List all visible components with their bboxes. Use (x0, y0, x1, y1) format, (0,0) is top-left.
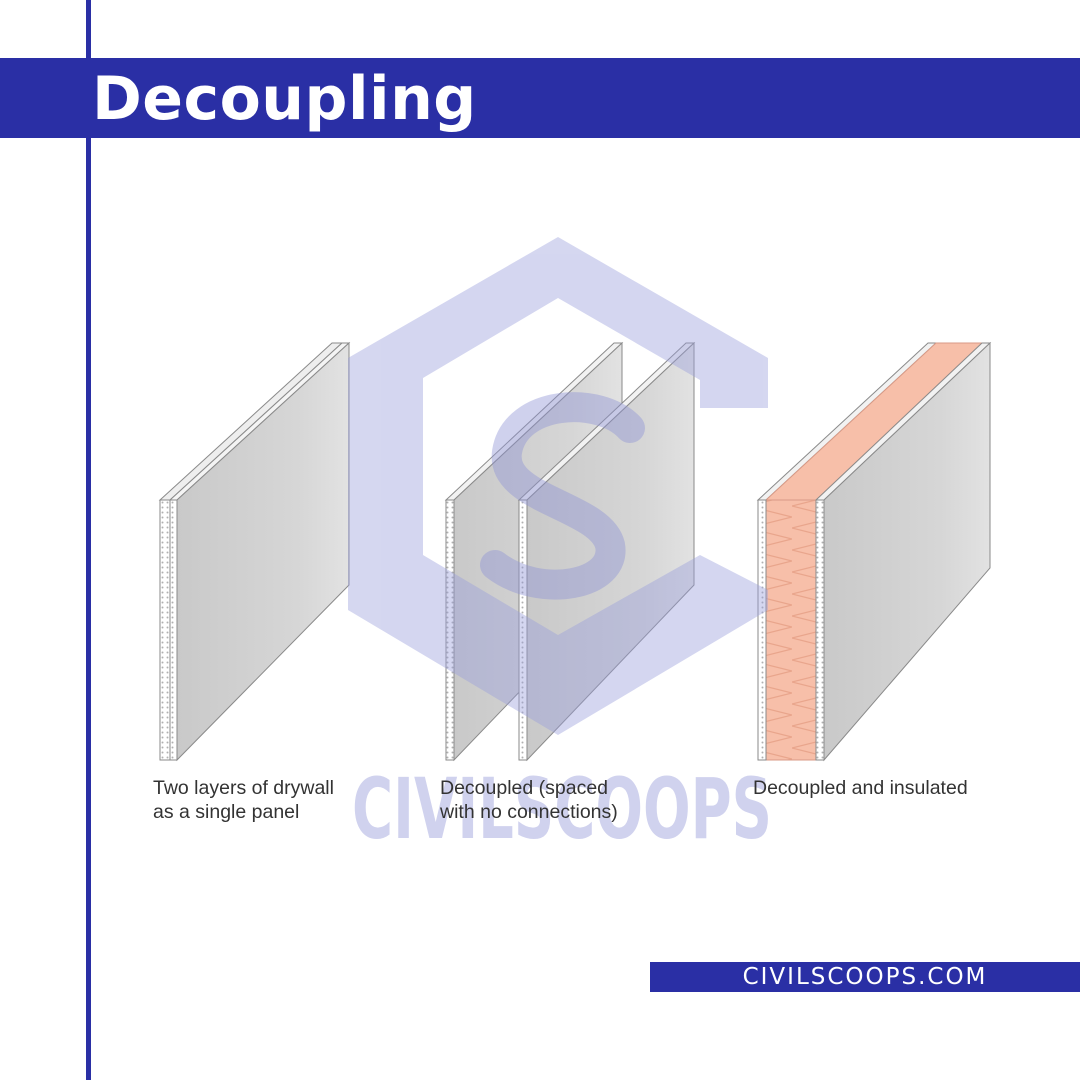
left-accent-line (86, 0, 91, 1080)
footer-site-link[interactable]: CIVILSCOOPS.COM (742, 964, 988, 990)
caption-decoupled-line2: with no connections) (440, 801, 618, 823)
watermark-logo (348, 237, 768, 735)
panel-two-layers (158, 341, 351, 762)
caption-two-layers-line1: Two layers of drywall (153, 777, 334, 799)
panel-insulated (756, 341, 992, 762)
page-title: Decoupling (92, 64, 477, 134)
caption-two-layers-line2: as a single panel (153, 801, 300, 823)
caption-insulated: Decoupled and insulated (753, 776, 968, 800)
caption-decoupled: Decoupled (spaced with no connections) (440, 776, 618, 824)
caption-decoupled-line1: Decoupled (spaced (440, 777, 609, 799)
panel-decoupled-right (517, 341, 696, 762)
footer-badge (650, 962, 1080, 992)
caption-insulated-line1: Decoupled and insulated (753, 777, 968, 799)
caption-two-layers: Two layers of drywall as a single panel (153, 776, 334, 824)
title-banner (0, 58, 1080, 138)
watermark-text: CIVILSCOOPS (352, 760, 772, 858)
